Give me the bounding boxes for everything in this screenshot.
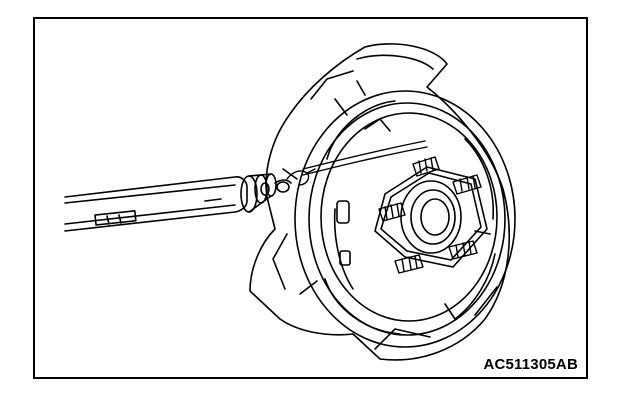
figure-code-label: AC511305AB bbox=[483, 356, 578, 373]
brake-shoe-assembly bbox=[294, 90, 516, 348]
special-tool bbox=[64, 173, 277, 232]
dust-shield bbox=[249, 43, 511, 361]
brake-hub-illustration bbox=[64, 43, 516, 361]
parking-brake-cable bbox=[286, 140, 428, 186]
wheel-stud bbox=[378, 202, 406, 222]
wheel-stud bbox=[448, 240, 478, 260]
wheel-stud bbox=[452, 174, 482, 195]
wheel-stud bbox=[412, 156, 440, 177]
wheel-stud bbox=[394, 254, 424, 274]
hub-bore bbox=[400, 180, 462, 254]
wheel-studs bbox=[378, 156, 482, 274]
cable-hook bbox=[274, 179, 292, 193]
figure-frame: AC511305AB bbox=[33, 17, 588, 379]
